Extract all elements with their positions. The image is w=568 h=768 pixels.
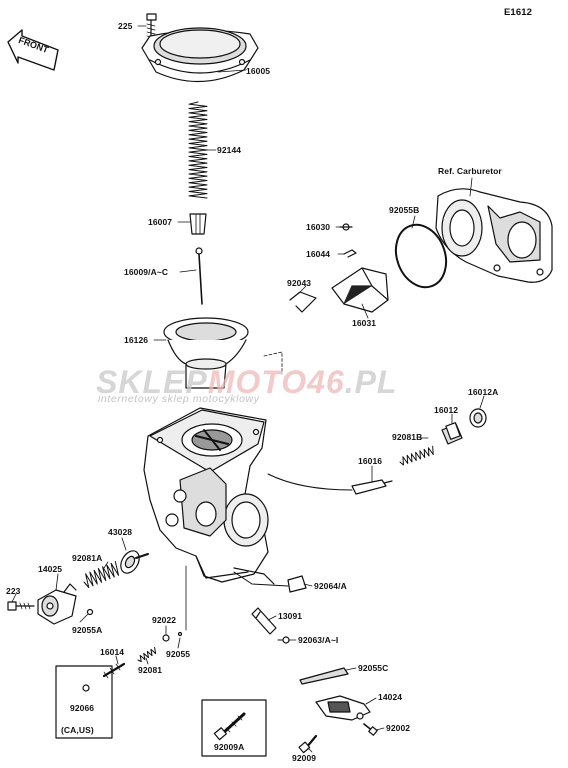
front-arrow-icon [7, 29, 59, 71]
screw-92002-icon [363, 723, 378, 736]
part-label: 14024 [378, 692, 403, 702]
part-label: 13091 [278, 611, 303, 621]
part-label: 16044 [306, 249, 331, 259]
float-icon [331, 267, 389, 313]
top-cover-icon [141, 27, 259, 83]
diagram-code: E1612 [504, 7, 532, 18]
part-label: 16007 [148, 217, 173, 227]
part-label: 92055A [72, 625, 103, 635]
wire-clip-icon [289, 291, 317, 313]
part-label: 92144 [217, 145, 242, 155]
bolt-13091-icon [251, 607, 277, 635]
part-label: 92081A [72, 553, 103, 563]
hose-clamp-icon [282, 636, 290, 644]
part-label: 16016 [358, 456, 383, 466]
part-label: 92066 [70, 703, 95, 713]
part-label: 92022 [152, 615, 177, 625]
jet-needle-icon [195, 247, 203, 305]
float-chamber-icon [315, 695, 371, 721]
part-label: 16031 [352, 318, 377, 328]
adjust-screw-icon [441, 422, 463, 445]
part-label: 16009/A~C [124, 267, 169, 277]
cap-14025-icon [37, 583, 77, 625]
part-label: 92055 [166, 649, 191, 659]
drain-hose-icon [299, 667, 349, 685]
part-label: 92043 [287, 278, 312, 288]
part-label: 43028 [108, 527, 133, 537]
part-label: 92055C [358, 663, 389, 673]
part-label: 92081 [138, 665, 163, 675]
o-ring-large-icon [394, 223, 448, 289]
ref-carburetor-label: Ref. Carburetor [438, 166, 502, 176]
part-box-92009A [201, 699, 267, 757]
part-label: 225 [118, 21, 133, 31]
part-label: 16126 [124, 335, 149, 345]
region-label: (CA,US) [61, 725, 94, 735]
float-pin-icon [339, 223, 353, 231]
part-label: 92081B [392, 432, 423, 442]
part-label: 92064/A [314, 581, 347, 591]
part-label: 92002 [386, 723, 411, 733]
jet-92022-icon [162, 634, 170, 642]
part-label: 92009A [214, 742, 245, 752]
region-box [55, 665, 113, 739]
part-label: 223 [6, 586, 21, 596]
part-label: 92063/A~I [298, 635, 339, 645]
part-label: 16014 [100, 647, 125, 657]
washer-icon [120, 550, 149, 574]
part-label: 16012 [434, 405, 459, 415]
nut-icon [469, 408, 487, 428]
part-label: 14025 [38, 564, 63, 574]
carburetor-body-icon [143, 407, 275, 585]
needle-holder-icon [189, 213, 207, 235]
o-ring-92066-icon [82, 684, 90, 692]
screw-92009A-icon [213, 712, 246, 741]
drain-screw-icon [298, 734, 318, 754]
diaphragm-piston-icon [163, 317, 249, 389]
part-label: 92009 [292, 753, 317, 763]
part-label: 16012A [468, 387, 499, 397]
screw-223-icon [7, 601, 35, 611]
o-ring-small-icon [86, 608, 94, 616]
part-label: 16030 [306, 222, 331, 232]
watermark-brand: SKLEPMOTO46.PL [96, 364, 398, 400]
hose-icon [287, 575, 307, 593]
spring-icon [188, 101, 208, 199]
part-label: 92055B [389, 205, 420, 215]
clip-icon [343, 249, 357, 258]
part-label: 16005 [246, 66, 271, 76]
reference-carburetor-icon [435, 188, 553, 283]
watermark-tagline: internetowy sklep motocyklowy [98, 393, 260, 405]
